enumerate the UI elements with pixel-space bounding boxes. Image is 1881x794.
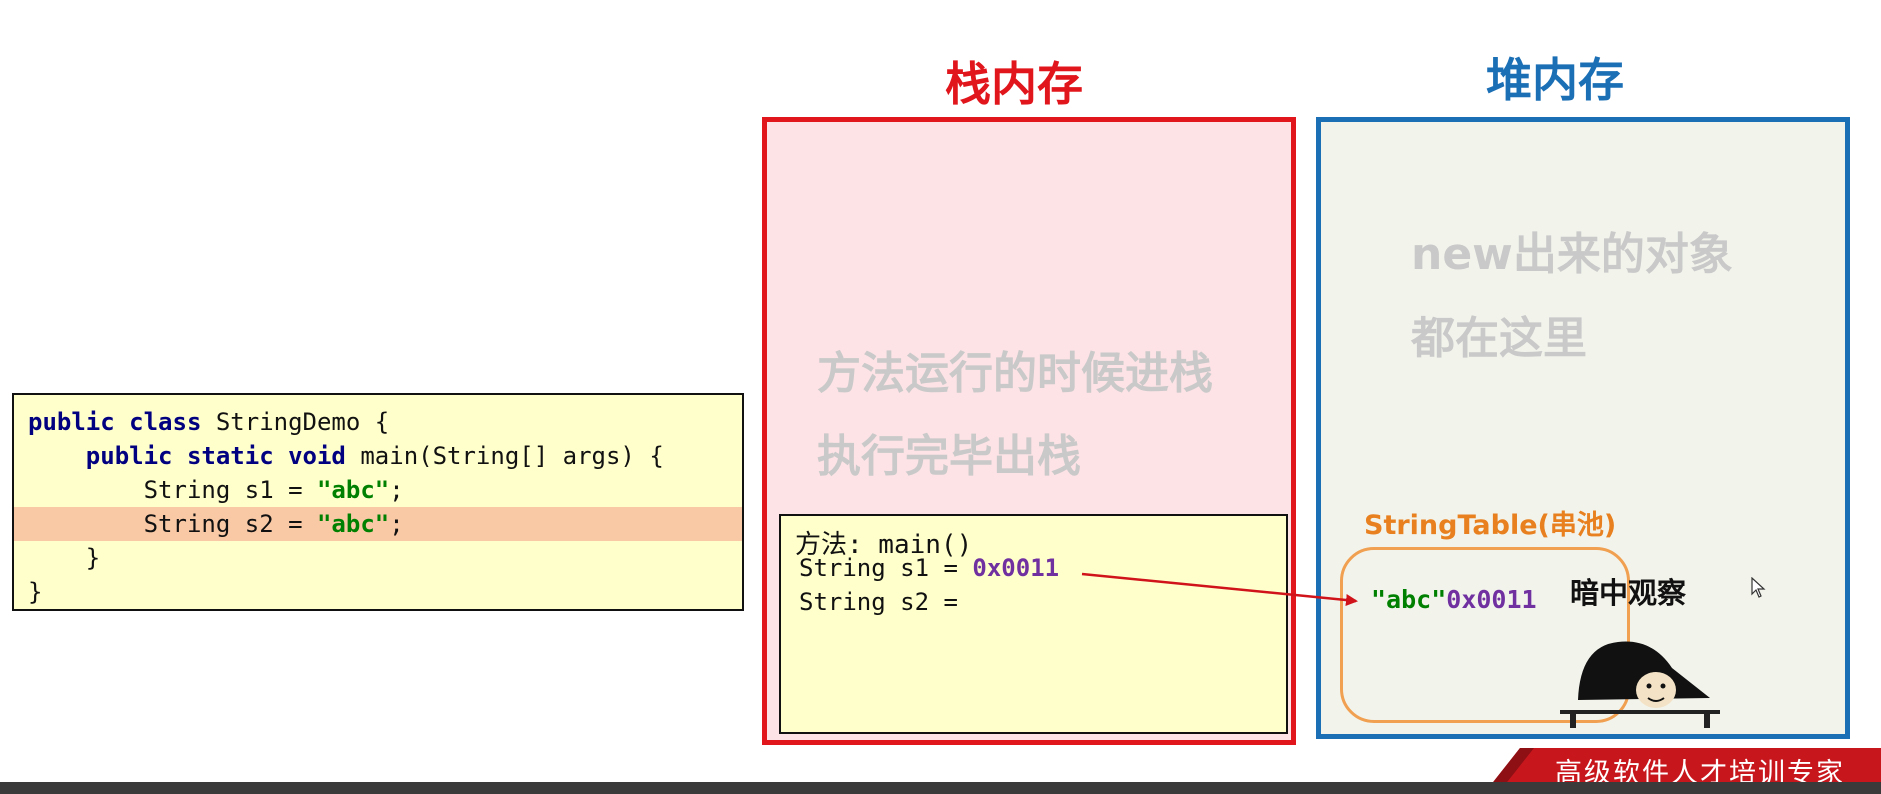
code-text: String s2 = bbox=[28, 510, 317, 538]
main-method-frame: 方法: main() String s1 = 0x0011 String s2 … bbox=[779, 514, 1288, 734]
code-line: public static void main(String[] args) { bbox=[14, 439, 742, 473]
pool-entry: "abc"0x0011 bbox=[1371, 585, 1537, 614]
brand-banner bbox=[1490, 748, 1881, 786]
pool-entry-value: "abc" bbox=[1371, 585, 1447, 614]
code-line: } bbox=[14, 541, 742, 575]
heap-note-line1: new出来的对象 bbox=[1411, 229, 1733, 280]
code-string-literal: "abc" bbox=[316, 476, 390, 504]
code-text: String s1 = bbox=[28, 476, 317, 504]
heap-memory-title: 堆内存 bbox=[1486, 53, 1624, 107]
code-text: main(String[] args) { bbox=[345, 442, 664, 470]
code-text: ; bbox=[389, 510, 404, 538]
code-keyword: public class bbox=[28, 408, 202, 436]
code-keyword: public static void bbox=[85, 442, 346, 470]
stack-memory-title: 栈内存 bbox=[945, 57, 1083, 111]
stack-memory-panel: 方法运行的时候进栈 执行完毕出栈 方法: main() String s1 = … bbox=[762, 117, 1296, 745]
frame-row-s1-address: 0x0011 bbox=[972, 554, 1060, 582]
code-line: String s1 = "abc"; bbox=[14, 473, 742, 507]
string-table-pool bbox=[1340, 547, 1630, 723]
code-line: public class StringDemo { bbox=[14, 405, 742, 439]
code-text: ; bbox=[389, 476, 404, 504]
frame-row-s1: String s1 = 0x0011 bbox=[799, 554, 1059, 582]
code-line: String s2 = "abc"; bbox=[14, 507, 742, 541]
code-text: StringDemo { bbox=[201, 408, 390, 436]
frame-title: 方法: main() bbox=[795, 530, 973, 560]
code-string-literal: "abc" bbox=[316, 510, 390, 538]
code-text: } bbox=[28, 578, 43, 606]
heap-note-line2: 都在这里 bbox=[1411, 313, 1587, 364]
stack-note-line1: 方法运行的时候进栈 bbox=[817, 348, 1213, 399]
stack-note-line2: 执行完毕出栈 bbox=[817, 431, 1081, 482]
code-text: } bbox=[28, 544, 101, 572]
peeking-meme-icon bbox=[1560, 641, 1720, 728]
frame-row-s2: String s2 = bbox=[799, 588, 958, 616]
pool-entry-address: 0x0011 bbox=[1446, 585, 1537, 614]
frame-row-s1-text: String s1 = bbox=[799, 554, 973, 582]
code-text bbox=[28, 442, 86, 470]
code-line: } bbox=[14, 575, 742, 609]
code-panel: public class StringDemo { public static … bbox=[12, 393, 744, 611]
string-table-label: StringTable(串池) bbox=[1364, 510, 1617, 541]
observer-caption: 暗中观察 bbox=[1570, 576, 1687, 610]
bottom-bar bbox=[0, 782, 1881, 794]
mouse-cursor-icon bbox=[1751, 577, 1766, 598]
heap-memory-panel: new出来的对象 都在这里 bbox=[1316, 117, 1850, 739]
